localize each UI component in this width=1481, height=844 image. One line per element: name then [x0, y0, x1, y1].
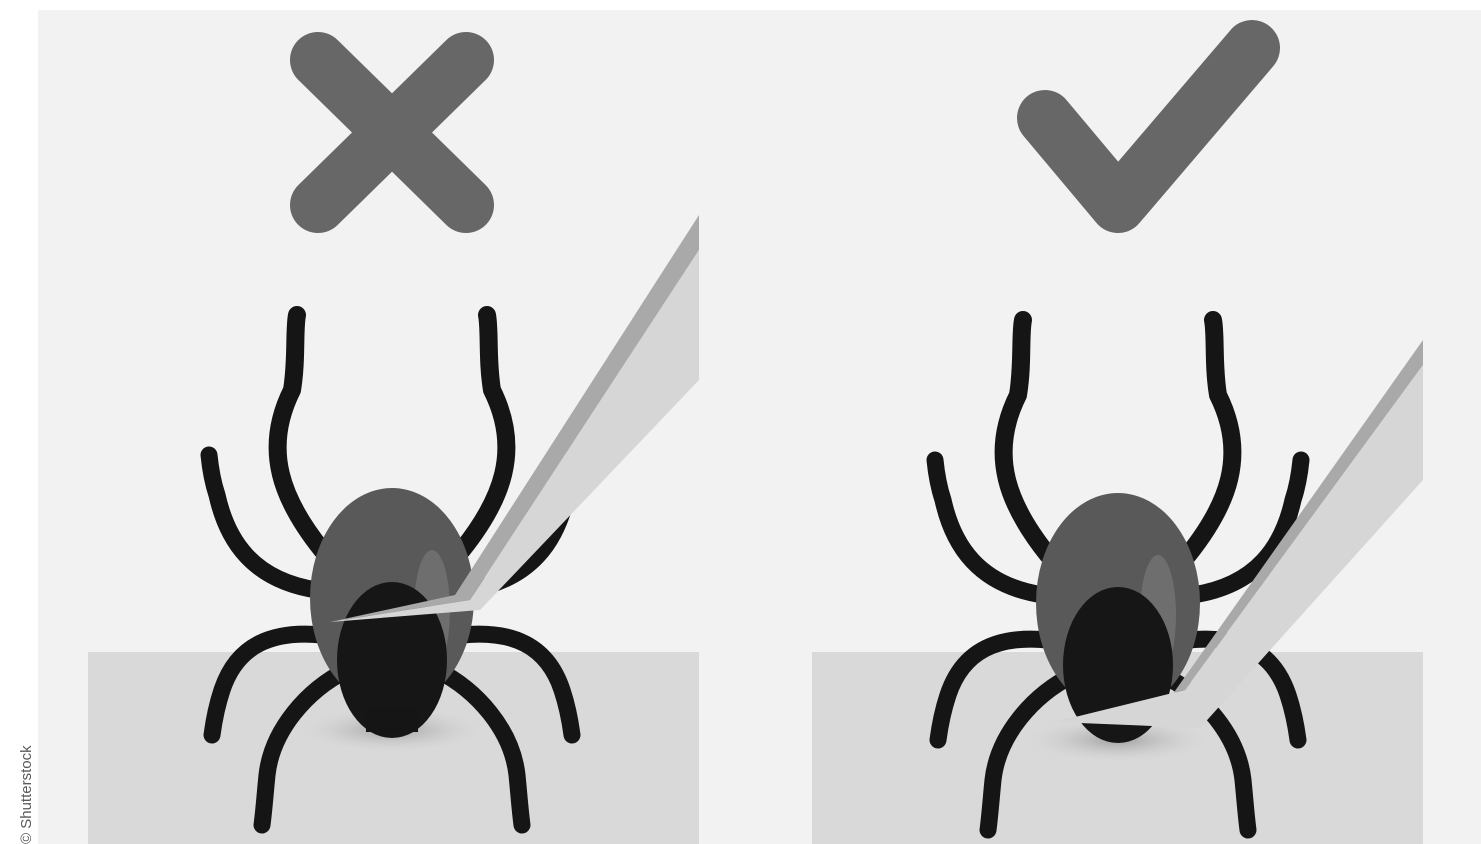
image-credit: © Shutterstock: [18, 745, 35, 844]
